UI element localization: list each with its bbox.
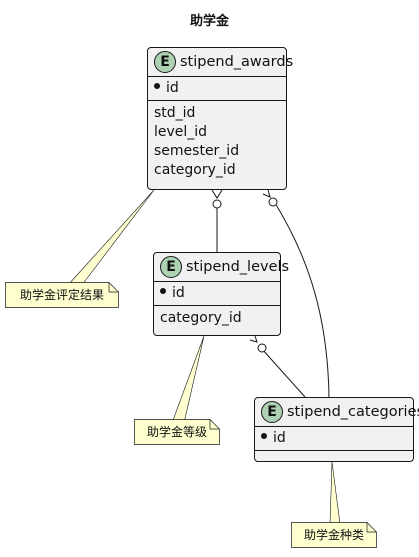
pk-field: id bbox=[154, 284, 280, 303]
note-awards: 助学金评定结果 bbox=[5, 282, 119, 308]
rel-awards-categories bbox=[274, 202, 330, 399]
note-categories: 助学金种类 bbox=[291, 522, 377, 548]
entity-stipend-awards[interactable]: E stipend_awards id std_id level_id seme… bbox=[147, 47, 293, 190]
entity-badge-icon: E bbox=[160, 256, 182, 278]
crowfoot-levels-categories bbox=[249, 335, 258, 343]
entity-fields-section: category_id bbox=[154, 305, 280, 328]
entity-pk-section: id bbox=[154, 281, 280, 303]
entity-name: stipend_levels bbox=[186, 259, 290, 275]
entity-pk-section: id bbox=[255, 426, 413, 448]
note-text: 助学金等级 bbox=[146, 425, 207, 439]
field: level_id bbox=[154, 124, 208, 140]
note-link-levels bbox=[171, 335, 205, 424]
circle-levels-categories bbox=[257, 343, 267, 353]
diagram-title: 助学金 bbox=[189, 14, 229, 29]
pk-field: id bbox=[148, 79, 286, 98]
entity-header: E stipend_categories bbox=[255, 398, 419, 426]
field: std_id bbox=[154, 105, 196, 121]
entity-fields-section: std_id level_id semester_id category_id bbox=[148, 100, 286, 180]
note-link-categories bbox=[329, 461, 341, 525]
entity-stipend-categories[interactable]: E stipend_categories id bbox=[254, 397, 419, 462]
entity-stipend-levels[interactable]: E stipend_levels id category_id bbox=[153, 252, 289, 336]
crowfoot-awards-levels bbox=[211, 189, 223, 199]
entity-name: stipend_awards bbox=[180, 54, 294, 70]
entity-fields-section bbox=[255, 450, 413, 455]
note-shape bbox=[5, 282, 119, 308]
key-dot-icon bbox=[261, 433, 267, 439]
entity-header: E stipend_awards bbox=[148, 48, 293, 76]
rel-levels-categories bbox=[261, 348, 306, 398]
note-shape bbox=[291, 522, 377, 548]
field: category_id bbox=[154, 162, 236, 178]
entity-pk-section: id bbox=[148, 76, 286, 98]
note-text: 助学金评定结果 bbox=[19, 288, 104, 302]
circle-awards-categories bbox=[268, 197, 278, 207]
note-link-awards bbox=[67, 189, 155, 286]
crowfoot-awards-categories bbox=[262, 189, 271, 198]
note-shape bbox=[134, 419, 220, 445]
note-text: 助学金种类 bbox=[303, 528, 364, 542]
entity-badge-icon: E bbox=[261, 401, 283, 423]
key-dot-icon bbox=[160, 288, 166, 294]
entity-badge-icon: E bbox=[154, 51, 176, 73]
pk-field: id bbox=[255, 429, 413, 448]
key-dot-icon bbox=[154, 83, 160, 89]
circle-awards-levels bbox=[212, 199, 222, 209]
entity-name: stipend_categories bbox=[287, 404, 419, 420]
entity-header: E stipend_levels bbox=[154, 253, 289, 281]
field: semester_id bbox=[154, 143, 240, 159]
note-levels: 助学金等级 bbox=[134, 419, 220, 445]
field: category_id bbox=[160, 310, 242, 326]
